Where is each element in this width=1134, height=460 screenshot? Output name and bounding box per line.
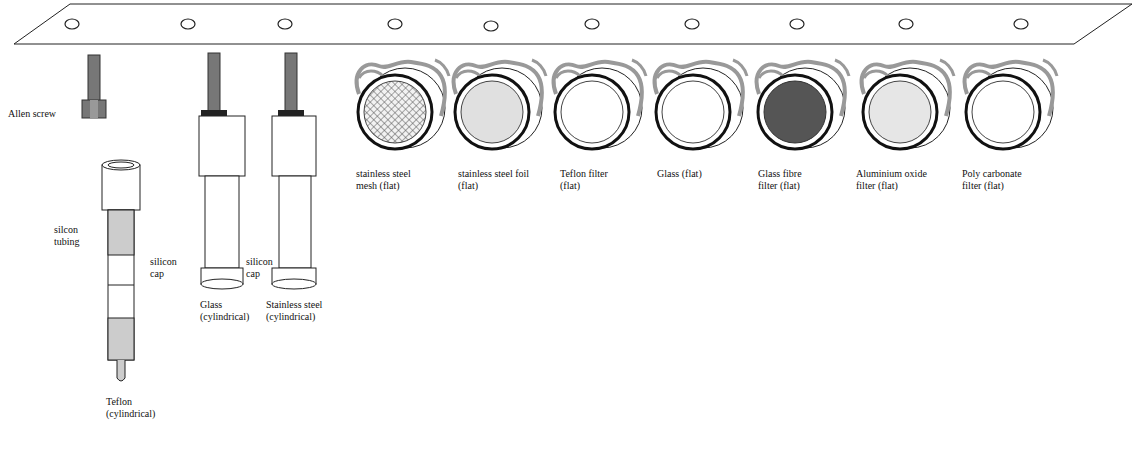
sample-label: Glass (cylindrical) <box>200 299 262 322</box>
sample-label: Glass fibre filter (flat) <box>758 168 820 191</box>
sample-label: Aluminium oxide filter (flat) <box>856 168 938 191</box>
sample-label: Glass (flat) <box>657 168 727 180</box>
sample-label: stainless steel foil (flat) <box>458 168 530 191</box>
sample-label: Teflon filter (flat) <box>560 168 612 191</box>
sample-label: Poly carbonate filter (flat) <box>962 168 1042 191</box>
part-label: Allen screw <box>8 108 70 120</box>
part-label: silicon cap <box>246 256 286 279</box>
sample-label: Teflon (cylindrical) <box>106 396 168 419</box>
part-label: silcon tubing <box>54 224 94 247</box>
sample-label: Stainless steel (cylindrical) <box>266 299 341 322</box>
part-label: silicon cap <box>150 256 190 279</box>
sample-label: stainless steel mesh (flat) <box>356 168 428 191</box>
